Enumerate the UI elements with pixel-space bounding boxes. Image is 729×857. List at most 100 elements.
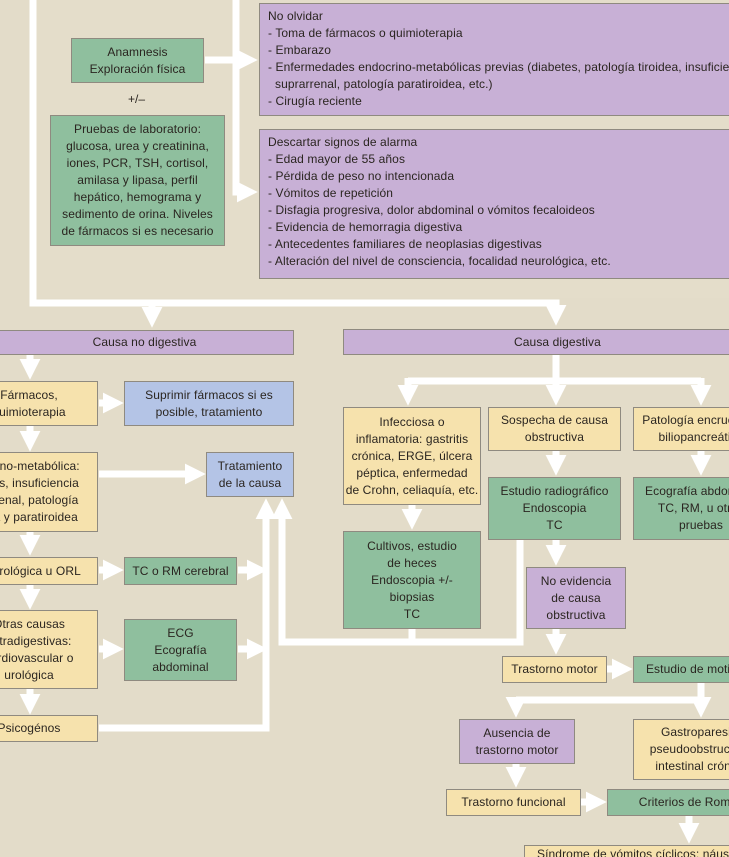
estudio-radiografico-box: Estudio radiográfico Endoscopia TC [488, 477, 621, 540]
farmacos-line: quimioterapia [0, 404, 66, 419]
no-olvidar-title: No olvidar [268, 9, 324, 23]
pruebas-line: hepático, hemograma y [73, 190, 202, 204]
suprimir-line: posible, tratamiento [155, 404, 263, 419]
connector-psico-tratamiento [99, 498, 277, 732]
pruebas-line: amilasa y lipasa, perfil [77, 173, 198, 187]
descartar-title: Descartar signos de alarma [268, 135, 418, 149]
ausencia-line: trastorno motor [475, 742, 559, 757]
descartar-item: - Vómitos de repetición [268, 186, 394, 200]
anamnesis-box: Anamnesis Exploración física [71, 38, 204, 83]
estudio-motilidad-box: Estudio de motilidad [633, 656, 729, 683]
sospecha-line: obstructiva [524, 430, 585, 444]
trastorno-motor-line: Trastorno motor [511, 662, 598, 676]
ecografia-abdominal-box: Ecografía abdominal TC, RM, u otras prue… [633, 477, 729, 540]
tratamiento-line: de la causa [218, 475, 282, 490]
anamnesis-line: Exploración física [89, 61, 186, 76]
pruebas-line: glucosa, urea y creatinina, [66, 139, 209, 153]
farmacos-line: Fármacos, [0, 387, 58, 402]
otras-line: cardiovascular o [0, 650, 74, 665]
cultivos-line: TC [403, 606, 421, 621]
no-olvidar-item: - Enfermedades endocrino-metabólicas pre… [268, 60, 729, 74]
sindrome-line: Síndrome de vómitos cíclicos; náuseas [537, 847, 729, 857]
otras-line: urológica [4, 667, 54, 682]
neurologica-orl-box: Neurológica u ORL [0, 557, 98, 585]
tc-rm-line: TC o RM cerebral [132, 563, 229, 578]
estudio-radio-line: TC [546, 518, 563, 532]
pruebas-line: iones, PCR, TSH, cortisol, [66, 156, 209, 170]
ecografia-line: Ecografía abdominal [645, 484, 729, 498]
descartar-item: - Edad mayor de 55 años [268, 152, 406, 166]
criterios-roma-line: Criterios de Roma [638, 795, 729, 809]
patologia-biliopancreatica-box: Patología encrucijada biliopancreática [633, 407, 729, 451]
trastorno-funcional-box: Trastorno funcional [446, 789, 581, 816]
pruebas-line: de fármacos si es necesario [61, 224, 214, 238]
patologia-line: biliopancreática [658, 430, 729, 444]
causa-no-digestiva-label: Causa no digestiva [92, 335, 197, 349]
cultivos-line: biopsias [389, 589, 435, 604]
infecciosa-line: inflamatoria: gastritis [355, 431, 469, 446]
estudio-radio-line: Endoscopia [522, 501, 587, 515]
descartar-item: - Pérdida de peso no intencionada [268, 169, 455, 183]
descartar-item: - Antecedentes familiares de neoplasias … [268, 237, 542, 251]
psicogenos-box: Psicogénos [0, 715, 98, 742]
sindrome-vomitos-box: Síndrome de vómitos cíclicos; náuseas [524, 845, 729, 857]
gastroparesia-box: Gastroparesia, pseudoobstrucción intesti… [633, 719, 729, 780]
pruebas-line: sedimento de orina. Niveles [62, 207, 213, 221]
cultivos-line: Endoscopia +/- [371, 572, 453, 587]
ecg-line: abdominal [152, 659, 209, 674]
ausencia-line: Ausencia de [483, 725, 551, 740]
suprimir-line: Suprimir fármacos si es [145, 387, 273, 402]
descartar-signos-box: Descartar signos de alarma - Edad mayor … [259, 129, 729, 279]
pruebas-line: Pruebas de laboratorio: [73, 122, 202, 136]
tratamiento-line: Tratamiento [217, 458, 283, 473]
endocrino-line: tiroidea y paratiroidea [0, 510, 78, 524]
criterios-roma-box: Criterios de Roma [607, 789, 729, 816]
ecg-line: ECG [167, 625, 194, 640]
no-olvidar-item: - Cirugía reciente [268, 94, 362, 108]
ecografia-line: TC, RM, u otras [657, 501, 729, 515]
ecografia-line: pruebas [678, 518, 724, 532]
gastroparesia-line: Gastroparesia, [660, 725, 729, 739]
causa-digestiva-label: Causa digestiva [514, 334, 601, 349]
ausencia-trastorno-box: Ausencia de trastorno motor [459, 719, 575, 764]
connector-dig-split [408, 355, 701, 385]
no-olvidar-box: No olvidar - Toma de fármacos o quimiote… [259, 3, 729, 116]
descartar-item: - Alteración del nivel de consciencia, f… [268, 254, 611, 268]
tratamiento-causa-box: Tratamiento de la causa [206, 452, 294, 497]
neurologica-line: Neurológica u ORL [0, 563, 81, 578]
endocrino-metabolica-box: Endocrino-metabólica: diabetes, insufici… [0, 452, 98, 532]
descartar-item: - Disfagia progresiva, dolor abdominal o… [268, 203, 595, 217]
infecciosa-inflamatoria-box: Infecciosa o inflamatoria: gastritis cró… [343, 407, 481, 505]
patologia-line: Patología encrucijada [642, 413, 729, 427]
estudio-radio-line: Estudio radiográfico [500, 484, 609, 498]
gastroparesia-line: intestinal crónica [655, 759, 729, 773]
sospecha-obstructiva-box: Sospecha de causa obstructiva [488, 407, 621, 451]
no-evidencia-line: No evidencia [540, 573, 612, 588]
infecciosa-line: Infecciosa o [379, 414, 445, 429]
no-evidencia-line: obstructiva [546, 607, 606, 622]
no-olvidar-item: suprarrenal, patología paratiroidea, etc… [275, 77, 493, 91]
infecciosa-line: crónica, ERGE, úlcera [351, 448, 473, 463]
ecg-ecografia-box: ECG Ecografía abdominal [124, 619, 237, 681]
otras-line: Otras causas [0, 616, 65, 631]
plus-minus-label: +/– [128, 92, 146, 106]
descartar-item: - Evidencia de hemorragia digestiva [268, 220, 463, 234]
no-evidencia-box: No evidencia de causa obstructiva [526, 567, 626, 629]
endocrino-line: suprarrenal, patología [0, 493, 79, 507]
pruebas-laboratorio-box: Pruebas de laboratorio: glucosa, urea y … [50, 115, 225, 246]
infecciosa-line: péptica, enfermedad [356, 465, 468, 480]
otras-line: extradigestivas: [0, 633, 72, 648]
gastroparesia-line: pseudoobstrucción [649, 742, 729, 756]
estudio-motilidad-line: Estudio de motilidad [645, 662, 729, 676]
cultivos-box: Cultivos, estudio de heces Endoscopia +/… [343, 531, 481, 629]
causa-digestiva-header: Causa digestiva [343, 329, 729, 355]
causa-no-digestiva-header: Causa no digestiva [0, 330, 294, 355]
endocrino-line: Endocrino-metabólica: [0, 459, 80, 473]
cultivos-line: Cultivos, estudio [367, 538, 457, 553]
anamnesis-line: Anamnesis [107, 44, 168, 59]
otras-causas-box: Otras causas extradigestivas: cardiovasc… [0, 610, 98, 689]
trastorno-funcional-line: Trastorno funcional [461, 795, 566, 809]
tc-rm-cerebral-box: TC o RM cerebral [124, 557, 237, 585]
ecg-line: Ecografía [154, 642, 207, 657]
